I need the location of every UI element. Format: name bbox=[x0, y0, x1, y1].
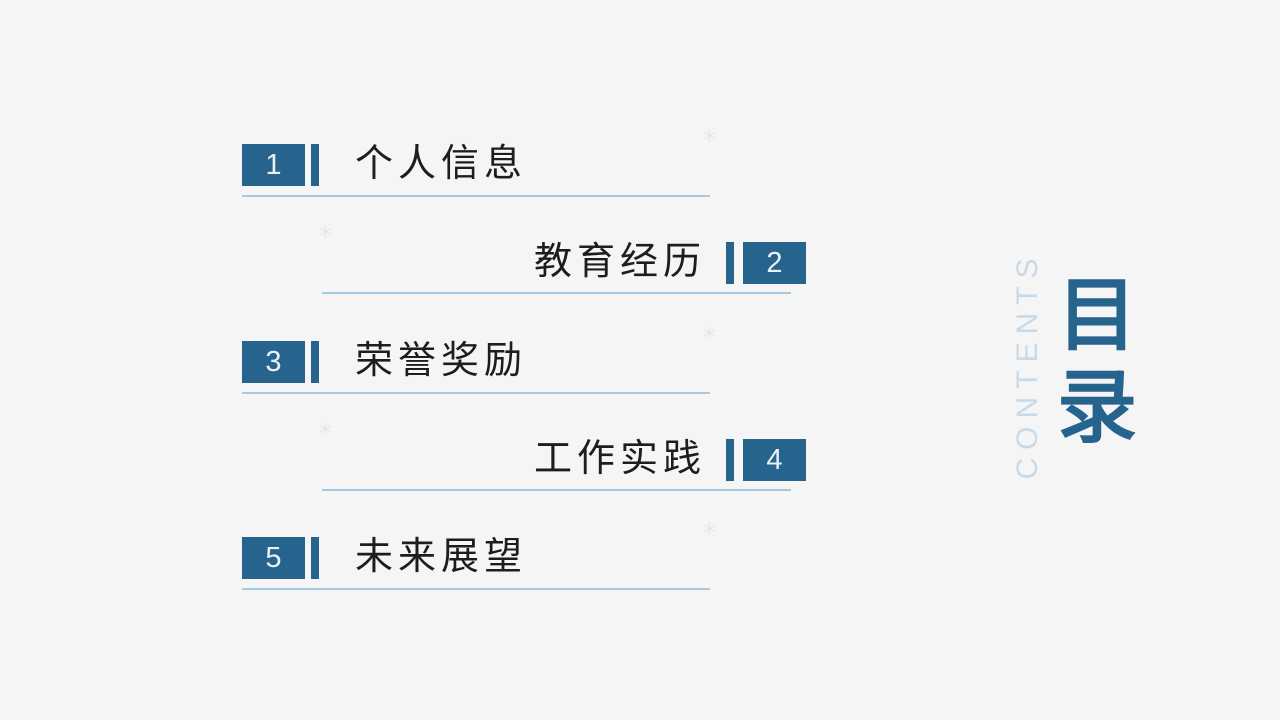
item-number: 4 bbox=[766, 443, 783, 476]
contents-vertical-label: CONTENTS bbox=[1011, 250, 1044, 480]
item-label: 教育经历 bbox=[533, 241, 706, 283]
item-number-badge: 1 bbox=[242, 144, 305, 186]
item-label: 个人信息 bbox=[355, 143, 528, 185]
item-number-badge: 5 bbox=[242, 537, 305, 579]
toc-item[interactable]: 2 教育经历 bbox=[320, 225, 806, 294]
item-number: 2 bbox=[766, 246, 783, 279]
item-label: 工作实践 bbox=[533, 438, 706, 480]
item-underline bbox=[242, 392, 710, 394]
sparkle-icon bbox=[319, 225, 332, 238]
toc-item[interactable]: 4 工作实践 bbox=[320, 422, 806, 491]
item-tick-bar bbox=[726, 439, 734, 481]
toc-title: 目录 bbox=[1057, 271, 1137, 452]
item-underline bbox=[322, 292, 791, 294]
toc-item[interactable]: 1 个人信息 bbox=[242, 129, 716, 197]
sparkle-icon bbox=[703, 129, 716, 142]
item-tick-bar bbox=[311, 341, 319, 383]
item-number-badge: 2 bbox=[743, 242, 806, 284]
item-number: 5 bbox=[265, 541, 282, 574]
toc-item[interactable]: 5 未来展望 bbox=[242, 522, 716, 590]
item-tick-bar bbox=[311, 537, 319, 579]
item-tick-bar bbox=[311, 144, 319, 186]
item-underline bbox=[322, 489, 791, 491]
item-tick-bar bbox=[726, 242, 734, 284]
item-number: 1 bbox=[265, 148, 282, 181]
item-label: 荣誉奖励 bbox=[355, 340, 528, 382]
item-underline bbox=[242, 195, 710, 197]
item-underline bbox=[242, 588, 710, 590]
item-label: 未来展望 bbox=[355, 536, 528, 578]
item-number-badge: 4 bbox=[743, 439, 806, 481]
sparkle-icon bbox=[703, 326, 716, 339]
toc-item[interactable]: 3 荣誉奖励 bbox=[242, 326, 716, 394]
sparkle-icon bbox=[319, 422, 332, 435]
item-number: 3 bbox=[265, 345, 282, 378]
sparkle-icon bbox=[703, 522, 716, 535]
item-number-badge: 3 bbox=[242, 341, 305, 383]
